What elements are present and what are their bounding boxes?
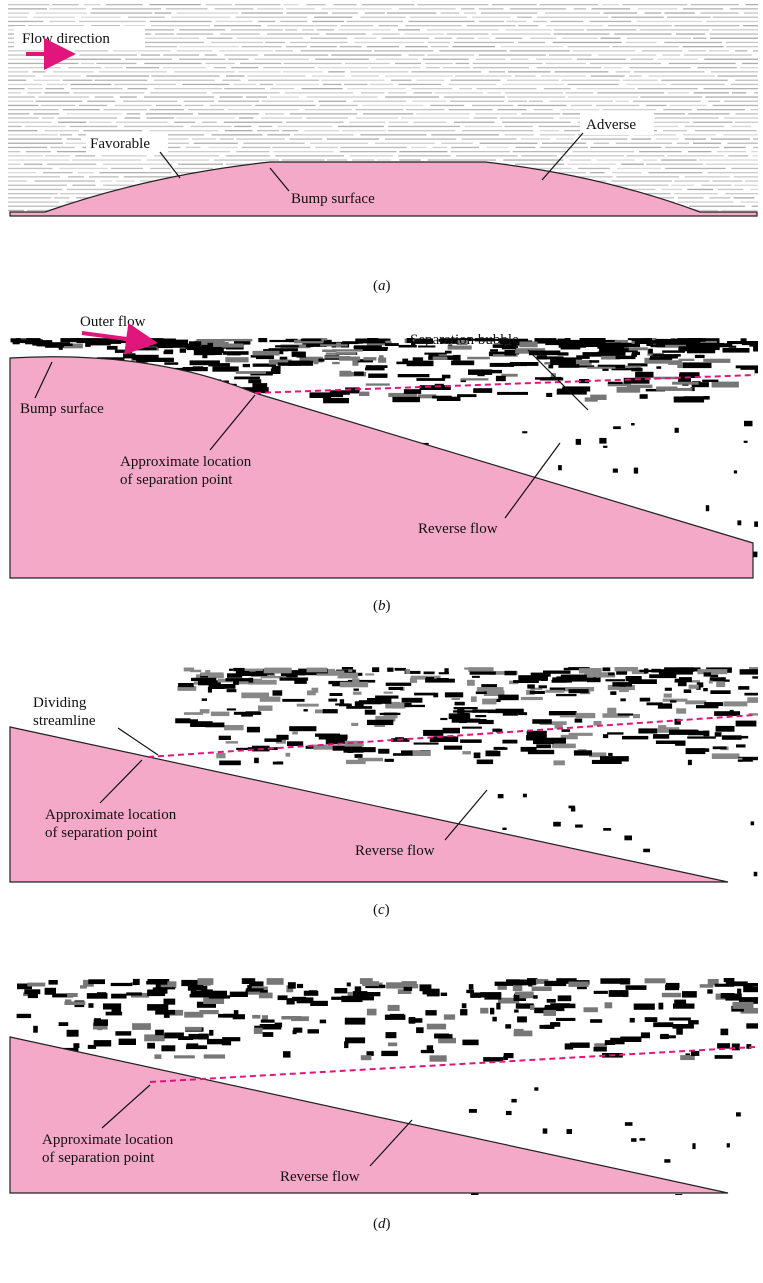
approx-location-label: Approximate location of separation point: [42, 1132, 177, 1166]
particle-pattern: [175, 667, 758, 877]
separation-bubble-leader: [527, 349, 589, 411]
reverse-flow-leader: [369, 1119, 413, 1167]
caption-c: (c): [373, 902, 390, 918]
bump-surface-label: Bump surface: [20, 401, 104, 417]
caption-d: (d): [373, 1216, 391, 1232]
panel-b: Outer flow Separation bubble Bump surfac…: [9, 314, 758, 614]
caption-b: (b): [373, 598, 391, 614]
separation-bubble-label: Separation bubble: [410, 332, 519, 348]
approx-location-label: Approximate location of separation point: [120, 454, 255, 488]
approx-location-leader: [101, 1084, 151, 1129]
favorable-label-box: [86, 132, 168, 154]
reverse-flow-label: Reverse flow: [418, 521, 498, 537]
bump-surface-leader: [269, 167, 290, 192]
panel-c: Dividing streamline Approximate location…: [9, 667, 758, 918]
dividing-dashed-line: [147, 714, 756, 758]
separation-dashed-line: [149, 1046, 756, 1083]
separation-dashed-line: [254, 374, 756, 394]
flow-direction-label-box: [14, 26, 145, 50]
wedge-shape: [9, 726, 729, 883]
reverse-flow-leader: [504, 442, 561, 519]
approx-location-leader: [99, 759, 143, 804]
outer-flow-arrow: [81, 322, 158, 355]
caption-a: (a): [373, 278, 391, 294]
approx-location-leader: [209, 394, 256, 451]
adverse-leader: [541, 132, 584, 181]
flow-direction-label: Flow direction: [22, 31, 110, 47]
panel-a: Flow direction Favorable Adverse Bump su…: [8, 4, 758, 294]
bump-surface-leader: [34, 361, 53, 399]
adverse-label: Adverse: [586, 117, 636, 133]
approx-location-label: Approximate location of separation point: [45, 807, 180, 841]
reverse-flow-label: Reverse flow: [280, 1169, 360, 1185]
favorable-label: Favorable: [90, 136, 150, 152]
bump-shape: [9, 356, 754, 579]
favorable-leader: [159, 151, 181, 179]
adverse-label-box: [580, 113, 654, 135]
outer-flow-label: Outer flow: [80, 314, 146, 330]
wedge-shape: [9, 1036, 729, 1194]
dividing-streamline-label: Dividing streamline: [33, 695, 96, 729]
reverse-flow-leader: [444, 789, 488, 841]
panel-d: Approximate location of separation point…: [9, 978, 758, 1232]
dividing-streamline-leader: [117, 727, 159, 756]
particle-pattern: [16, 978, 758, 1195]
bump-surface-label: Bump surface: [291, 191, 375, 207]
bump-shape: [9, 161, 758, 217]
reverse-flow-label: Reverse flow: [355, 843, 435, 859]
